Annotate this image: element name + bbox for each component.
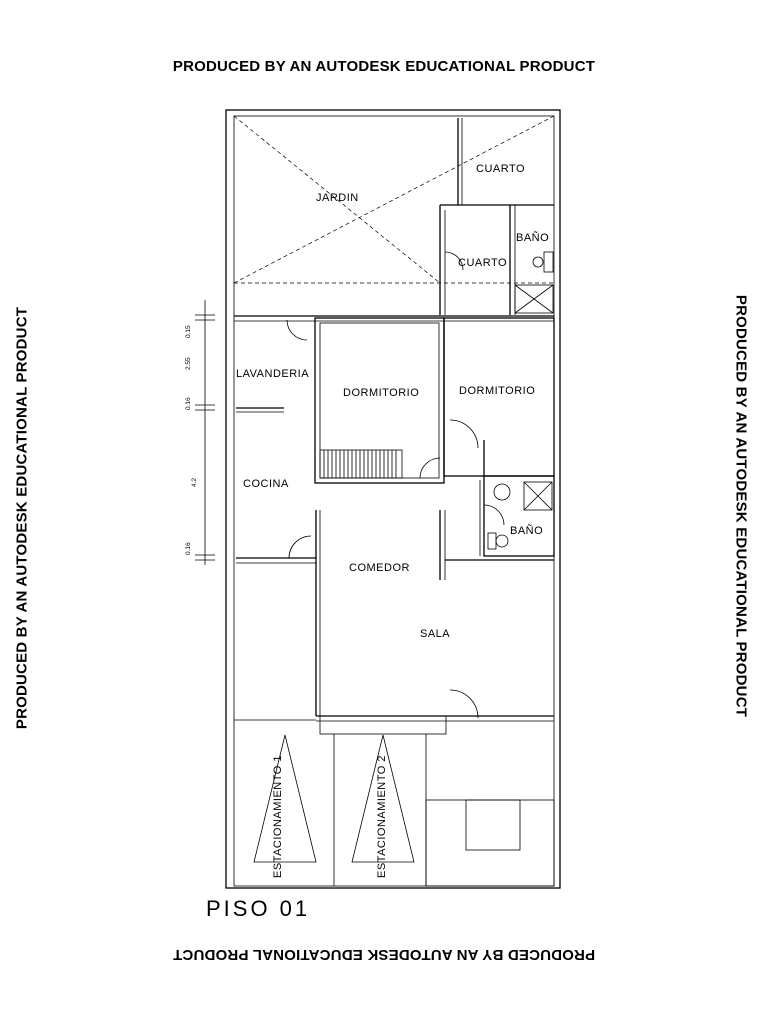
bano-mid-walls	[483, 475, 555, 557]
room-label-cocina: COCINA	[243, 478, 289, 490]
dim-label-2: 2.55	[185, 357, 192, 370]
shower-top	[514, 284, 554, 314]
garden-diagonal-1	[233, 115, 441, 284]
dormitorio-2-walls	[443, 317, 555, 477]
door-cocina	[288, 535, 312, 559]
dormitorio-1-walls-inner	[319, 322, 440, 479]
parking-arrow-2	[351, 734, 415, 863]
room-label-comedor: COMEDOR	[349, 562, 410, 574]
toilet-top	[532, 256, 544, 268]
door-dormitorio-2	[449, 419, 479, 449]
room-label-estacionamiento-1: ESTACIONAMIENTO 1	[272, 755, 284, 878]
shower-mid	[523, 481, 553, 511]
front-planter-inner	[465, 799, 521, 851]
door-dormitorio-1	[419, 457, 441, 479]
shower-top-x2	[514, 284, 554, 314]
room-label-cuarto-top: CUARTO	[476, 163, 525, 175]
plan-title: PISO 01	[206, 896, 310, 921]
dim-label-5: 0.16	[185, 542, 192, 555]
room-label-estacionamiento-2: ESTACIONAMIENTO 2	[376, 755, 388, 878]
room-label-bano-mid: BAÑO	[510, 524, 543, 537]
toilet-top-tank	[543, 251, 554, 273]
room-label-jardin: JARDIN	[316, 192, 359, 204]
dormitorio-1-walls	[314, 317, 445, 484]
front-planter	[425, 799, 555, 887]
door-main	[449, 689, 479, 719]
dim-label-1: 0.16	[185, 397, 192, 410]
door-cuarto	[444, 251, 464, 271]
door-lavanderia	[286, 319, 308, 341]
dim-label-4: 4.2	[191, 478, 198, 487]
staircase	[319, 449, 403, 479]
sink-mid	[493, 483, 511, 501]
watermark-top: PRODUCED BY AN AUTODESK EDUCATIONAL PROD…	[172, 58, 596, 75]
front-window	[319, 715, 447, 735]
staircase-steps	[323, 450, 397, 478]
room-label-cuarto-mid: CUARTO	[458, 257, 507, 269]
dim-label-3: 0.15	[185, 325, 192, 338]
dimension-ticks	[195, 314, 215, 561]
toilet-mid	[495, 534, 509, 548]
shower-mid-x2	[523, 481, 553, 511]
staircase-box	[319, 449, 403, 479]
room-label-sala: SALA	[420, 628, 450, 640]
door-bano-mid	[483, 504, 505, 526]
room-label-dormitorio-1: DORMITORIO	[343, 387, 419, 399]
room-label-dormitorio-2: DORMITORIO	[459, 385, 535, 397]
room-label-bano-top: BAÑO	[516, 231, 549, 244]
dimension-line	[195, 300, 215, 565]
lot-outline	[225, 109, 561, 889]
room-label-lavanderia: LAVANDERIA	[236, 368, 309, 380]
toilet-mid-tank	[487, 532, 497, 550]
parking-arrow-1	[253, 734, 317, 863]
